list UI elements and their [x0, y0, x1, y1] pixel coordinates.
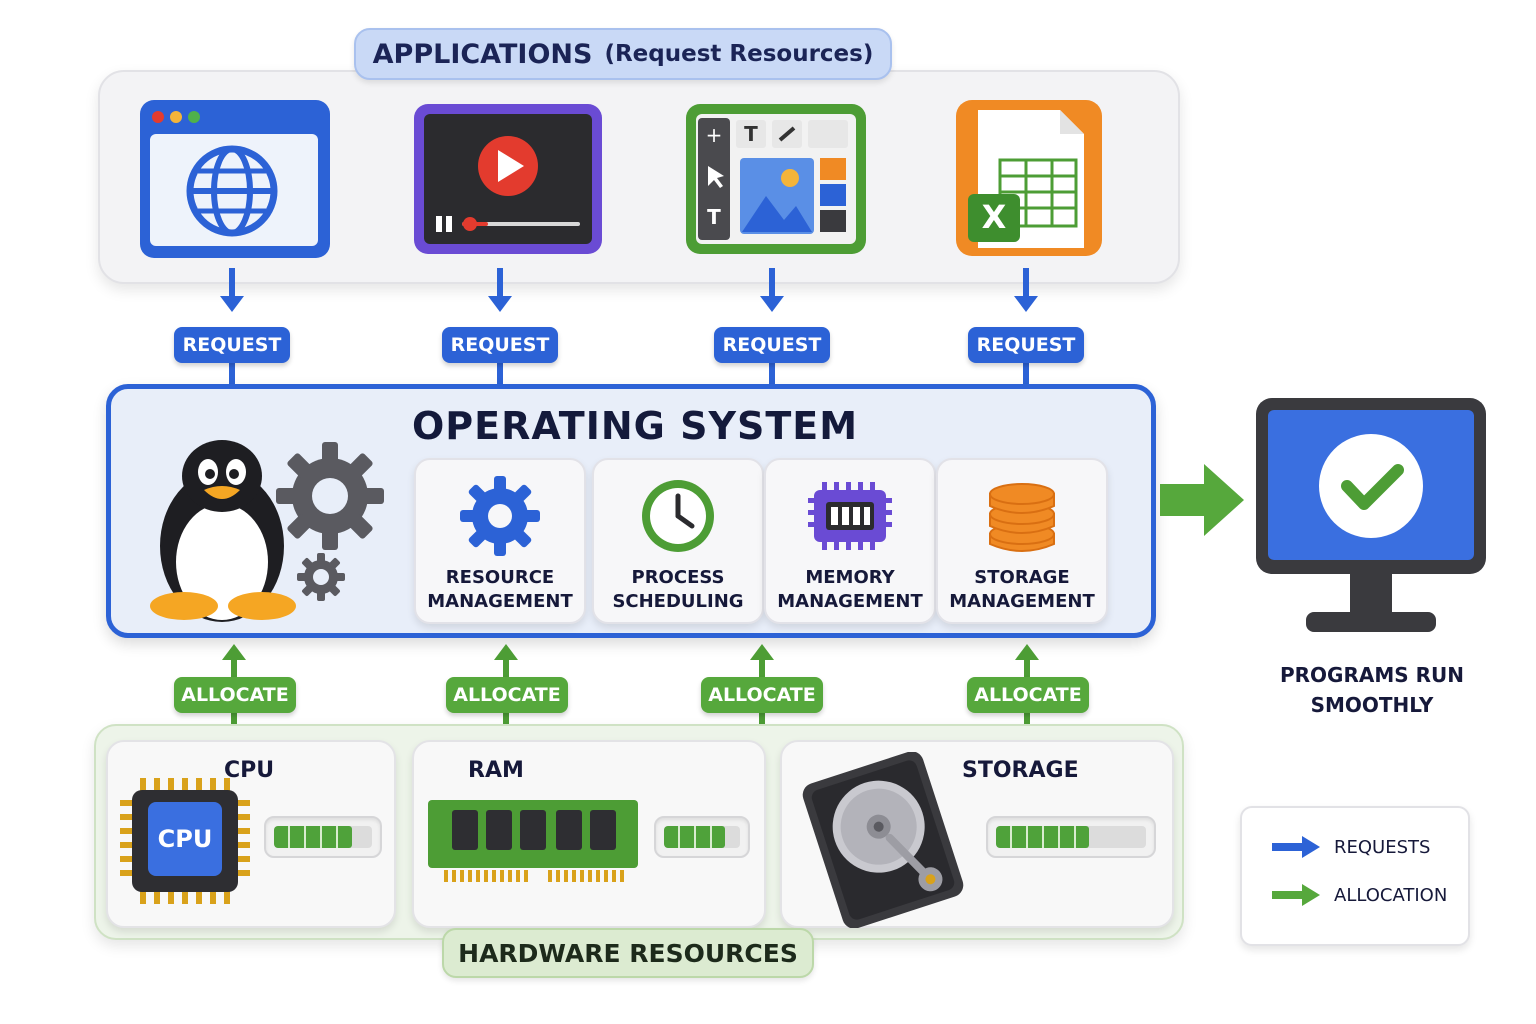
hardware-resources-title: HARDWARE RESOURCES [442, 928, 814, 978]
video-player-icon[interactable] [410, 96, 606, 262]
memory-management-card: MEMORY MANAGEMENT [764, 458, 936, 624]
request-label-1: REQUEST [174, 327, 290, 363]
manager-label-line1: RESOURCE [445, 567, 555, 588]
ram-module-icon [428, 800, 638, 882]
request-arrow-head-3 [760, 296, 784, 312]
allocate-arrow-head-4 [1015, 644, 1039, 660]
request-connector-3 [769, 360, 775, 386]
memory-chip-icon [808, 482, 892, 550]
storage-usage-meter [986, 816, 1156, 858]
request-connector-1 [229, 360, 235, 386]
applications-subtitle: (Request Resources) [604, 41, 874, 67]
output-arrow [1160, 464, 1244, 536]
svg-text:T: T [707, 205, 721, 229]
small-gear-icon [297, 553, 345, 601]
blue-arrow-icon [1272, 836, 1320, 858]
cpu-usage-fill [274, 826, 353, 848]
request-arrow-4 [1023, 268, 1029, 298]
cpu-label: CPU [224, 758, 275, 783]
monitor-check-icon [1256, 398, 1486, 632]
allocate-label-3: ALLOCATE [701, 677, 823, 713]
cpu-chip-text: CPU [157, 825, 213, 853]
applications-title: APPLICATIONS [372, 38, 593, 70]
cpu-usage-meter [264, 816, 382, 858]
manager-label-line2: MANAGEMENT [427, 591, 573, 612]
svg-text:X: X [982, 198, 1007, 236]
manager-label-line1: STORAGE [974, 567, 1070, 588]
request-label-3: REQUEST [714, 327, 830, 363]
manager-label-line2: SCHEDULING [612, 591, 744, 612]
result-line1: PROGRAMS RUN [1279, 663, 1464, 687]
request-connector-2 [497, 360, 503, 386]
request-connector-4 [1023, 360, 1029, 386]
applications-title-badge: APPLICATIONS (Request Resources) [354, 28, 892, 80]
allocate-arrow-head-1 [222, 644, 246, 660]
storage-label: STORAGE [962, 758, 1079, 783]
process-scheduling-card: PROCESS SCHEDULING [592, 458, 764, 624]
request-arrow-head-2 [488, 296, 512, 312]
storage-management-card: STORAGE MANAGEMENT [936, 458, 1108, 624]
ram-label: RAM [468, 758, 524, 783]
allocate-arrow-head-3 [750, 644, 774, 660]
result-line2: SMOOTHLY [1310, 693, 1434, 717]
allocate-label-2: ALLOCATE [446, 677, 568, 713]
database-icon [989, 483, 1055, 552]
web-browser-icon[interactable] [136, 96, 332, 262]
result-caption: PROGRAMS RUN SMOOTHLY [1270, 660, 1474, 720]
allocate-label-1: ALLOCATE [174, 677, 296, 713]
request-arrow-3 [769, 268, 775, 298]
svg-text:T: T [744, 122, 758, 146]
legend-allocation: ALLOCATION [1272, 884, 1447, 906]
legend-requests-label: REQUESTS [1334, 836, 1431, 858]
allocate-label-4: ALLOCATE [967, 677, 1089, 713]
clock-icon [642, 480, 714, 552]
request-label-4: REQUEST [968, 327, 1084, 363]
request-arrow-head-4 [1014, 296, 1038, 312]
legend-requests: REQUESTS [1272, 836, 1430, 858]
request-arrow-2 [497, 268, 503, 298]
request-label-2: REQUEST [442, 327, 558, 363]
resource-management-card: RESOURCE MANAGEMENT [414, 458, 586, 624]
legend-allocation-label: ALLOCATION [1334, 884, 1448, 906]
large-gear-icon [276, 442, 384, 550]
manager-label-line2: MANAGEMENT [777, 591, 923, 612]
storage-usage-fill [996, 826, 1089, 848]
allocate-arrow-head-2 [494, 644, 518, 660]
image-editor-icon[interactable]: + T T [684, 96, 880, 262]
ram-usage-fill [664, 826, 725, 848]
request-arrow-head-1 [220, 296, 244, 312]
manager-label-line1: PROCESS [631, 567, 725, 588]
legend: REQUESTS ALLOCATION [1240, 806, 1470, 946]
gear-icon [460, 476, 540, 556]
cpu-chip-icon [120, 778, 250, 904]
manager-label-line1: MEMORY [805, 567, 895, 588]
svg-text:+: + [706, 123, 723, 147]
operating-system-title: OPERATING SYSTEM [411, 404, 859, 448]
spreadsheet-icon[interactable]: X [954, 96, 1150, 262]
linux-penguin-icon [150, 440, 296, 622]
ram-usage-meter [654, 816, 750, 858]
manager-label-line2: MANAGEMENT [949, 591, 1095, 612]
green-arrow-icon [1272, 884, 1320, 906]
hard-drive-icon [802, 752, 964, 928]
request-arrow-1 [229, 268, 235, 298]
